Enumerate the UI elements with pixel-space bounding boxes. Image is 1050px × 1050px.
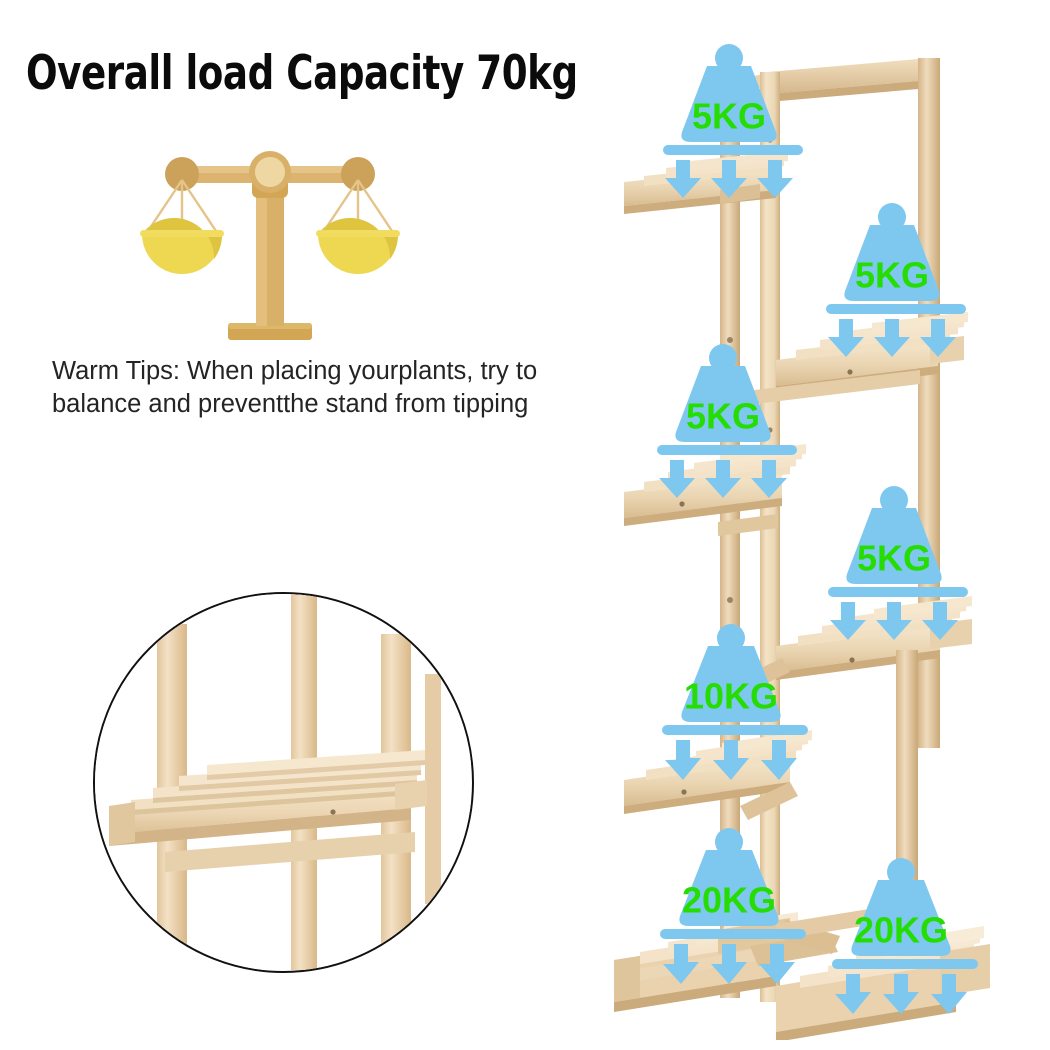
shelf-closeup-detail — [93, 592, 474, 973]
load-bar — [657, 445, 797, 455]
load-bar — [663, 145, 803, 155]
down-arrow-icon — [665, 740, 797, 780]
balance-scale-icon — [140, 138, 400, 343]
weight-badge-5kg-shelf-4[interactable]: 5KG — [808, 486, 980, 646]
weight-icon: 5KG — [681, 44, 777, 142]
weight-badge-5kg-shelf-3[interactable]: 5KG — [637, 344, 809, 504]
weight-icon: 5KG — [675, 344, 771, 442]
down-arrow-icon — [663, 944, 795, 984]
load-bar — [826, 304, 966, 314]
load-bar — [828, 587, 968, 597]
page-title: Overall load Capacity 70kg — [26, 46, 578, 101]
warm-tips-text: Warm Tips: When placing yourplants, try … — [52, 357, 538, 418]
weight-badge-5kg-shelf-1[interactable]: 5KG — [643, 44, 815, 204]
down-arrow-icon — [665, 160, 793, 198]
weight-badge-10kg-shelf-5[interactable]: 10KG — [640, 624, 822, 786]
weight-icon: 5KG — [846, 486, 942, 584]
weight-icon: 20KG — [851, 858, 951, 956]
weight-icon: 20KG — [679, 828, 779, 926]
weight-badge-label: 10KG — [684, 676, 778, 717]
load-bar — [660, 929, 806, 939]
weight-badge-label: 20KG — [854, 910, 948, 951]
weight-badge-label: 5KG — [686, 396, 760, 437]
down-arrow-icon — [835, 974, 967, 1014]
weight-badge-20kg-base-right[interactable]: 20KG — [810, 858, 992, 1020]
weight-badge-label: 5KG — [857, 538, 931, 579]
weight-badge-20kg-base-left[interactable]: 20KG — [638, 828, 820, 990]
weight-icon: 10KG — [681, 624, 781, 722]
load-bar — [662, 725, 808, 735]
weight-badge-5kg-shelf-2[interactable]: 5KG — [806, 203, 978, 363]
load-bar — [832, 959, 978, 969]
weight-badge-label: 5KG — [855, 255, 929, 296]
weight-icon: 5KG — [844, 203, 940, 301]
weight-badge-label: 5KG — [692, 96, 766, 137]
down-arrow-icon — [830, 602, 958, 640]
weight-badge-label: 20KG — [682, 880, 776, 921]
down-arrow-icon — [828, 319, 956, 357]
down-arrow-icon — [659, 460, 787, 498]
